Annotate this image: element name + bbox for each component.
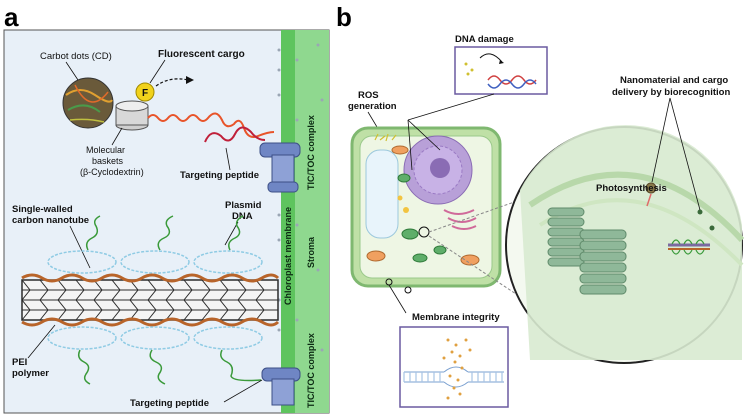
targeting-peptide-top-label: Targeting peptide bbox=[180, 170, 259, 181]
tic-toc-label-bottom: TIC/TOC complex bbox=[306, 333, 316, 408]
fluorescent-cargo-symbol: F bbox=[142, 88, 148, 99]
photosynthesis-label: Photosynthesis bbox=[596, 183, 667, 194]
molecular-basket bbox=[115, 100, 149, 131]
tic-toc-label-top: TIC/TOC complex bbox=[306, 115, 316, 190]
membrane-integrity-label: Membrane integrity bbox=[412, 312, 500, 323]
zoom-line-top bbox=[428, 199, 521, 233]
ros-label-1: ROS bbox=[358, 90, 379, 101]
release-arrow bbox=[155, 78, 189, 87]
nanomaterial-leader-2 bbox=[669, 97, 701, 211]
molecular-baskets-label-3: (β-Cyclodextrin) bbox=[80, 167, 144, 177]
chloroplast-membrane-label: Chloroplast membrane bbox=[283, 207, 293, 305]
plant-cell bbox=[350, 126, 502, 288]
swcnt-leader bbox=[69, 225, 91, 269]
molecular-baskets-label-1: Molecular bbox=[86, 145, 125, 155]
tic-toc-complex-top bbox=[259, 142, 301, 193]
carbon-dot bbox=[62, 77, 114, 129]
chloroplast-membrane-band bbox=[281, 30, 295, 413]
molecular-baskets-leader bbox=[111, 127, 123, 146]
carbon-nanotube bbox=[21, 273, 280, 327]
membrane-integrity-inset bbox=[399, 326, 509, 408]
dna-damage-label: DNA damage bbox=[455, 34, 514, 45]
swcnt-label-1: Single-walled bbox=[12, 204, 73, 215]
dna-damage-leader-3 bbox=[407, 119, 441, 151]
plasmid-label-1: Plasmid bbox=[225, 200, 262, 211]
targeting-peptide-bottom-label: Targeting peptide bbox=[130, 398, 209, 409]
swcnt-label-2: carbon nanotube bbox=[12, 215, 89, 226]
fluorescent-cargo-leader bbox=[149, 59, 166, 84]
membrane-integrity-marker-2 bbox=[404, 286, 412, 294]
pei-label-1: PEI bbox=[12, 357, 27, 368]
targeting-peptide-bottom-leader bbox=[223, 379, 263, 403]
panel-b-letter: b bbox=[336, 2, 352, 32]
release-arrowhead bbox=[186, 76, 194, 84]
plasmid-dna-bottom bbox=[47, 326, 263, 350]
targeting-peptide-top-leader bbox=[225, 147, 231, 171]
carbon-dots-label: Carbot dots (CD) bbox=[40, 51, 112, 62]
zoom-line-bottom bbox=[428, 235, 526, 301]
carbon-dots-leader bbox=[65, 61, 79, 81]
stroma-label: Stroma bbox=[306, 236, 316, 268]
panel-a-letter: a bbox=[4, 2, 19, 32]
dna-damage-leader-1 bbox=[407, 93, 495, 121]
chloroplast-zoom bbox=[505, 125, 745, 364]
membrane-dots bbox=[277, 43, 324, 352]
targeting-peptide-top-tail bbox=[204, 126, 266, 143]
green-peptides-top bbox=[85, 215, 244, 251]
plasmid-leader bbox=[224, 221, 239, 246]
fluorescent-cargo-icon bbox=[135, 82, 155, 102]
dna-damage-inset bbox=[454, 46, 548, 95]
tic-toc-complex-bottom bbox=[261, 367, 301, 406]
nanomaterial-label-2: delivery by biorecognition bbox=[612, 87, 730, 98]
molecular-baskets-label-2: baskets bbox=[92, 156, 124, 166]
ros-label-2: generation bbox=[348, 101, 397, 112]
green-peptides-bottom bbox=[77, 349, 262, 385]
fluorescent-cargo-label: Fluorescent cargo bbox=[158, 49, 245, 60]
plasmid-dna-top bbox=[47, 250, 263, 274]
panel-b: b DNA damage ROS generation bbox=[336, 2, 745, 408]
membrane-integrity-leader bbox=[388, 284, 407, 314]
panel-a: a Chloroplast membrane Stroma TIC/TOC co… bbox=[3, 2, 330, 414]
pei-label-2: polymer bbox=[12, 368, 49, 379]
nanomaterial-leader-1 bbox=[651, 97, 671, 183]
dna-damage-leader-2 bbox=[407, 119, 413, 171]
targeting-peptide-top bbox=[147, 112, 275, 138]
nanomaterial-label-1: Nanomaterial and cargo bbox=[620, 75, 728, 86]
pei-leader bbox=[27, 324, 56, 359]
